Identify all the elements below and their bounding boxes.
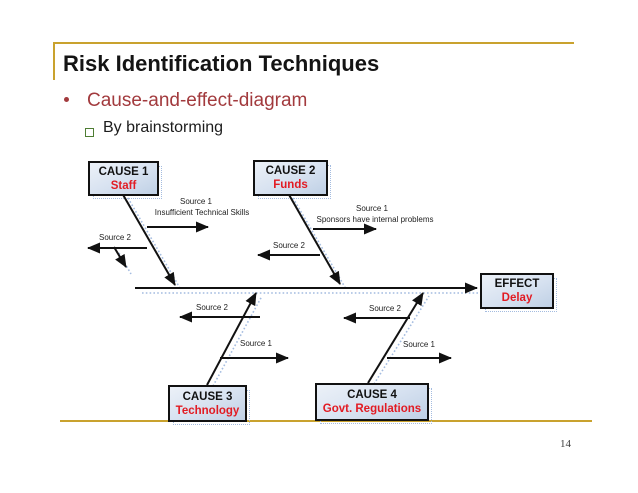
cause2-bone xyxy=(287,192,341,285)
bottom-accent-line xyxy=(60,420,592,422)
cause3-value: Technology xyxy=(175,404,240,417)
cause1-bone xyxy=(121,192,176,286)
sub-bullet-text: By brainstorming xyxy=(103,119,224,136)
left-accent-line xyxy=(53,42,55,80)
cause2-box: CAUSE 2 Funds xyxy=(253,160,328,196)
cause1-source1-desc: Insufficient Technical Skills xyxy=(154,208,250,217)
cause2-title: CAUSE 2 xyxy=(265,165,316,177)
slide-title: Risk Identification Techniques xyxy=(63,51,380,76)
cause3-bone xyxy=(206,292,257,386)
cause3-source1-label: Source 1 xyxy=(239,339,273,348)
cause1-title: CAUSE 1 xyxy=(98,165,149,178)
bullet-dot-icon xyxy=(64,97,69,102)
cause1-source2-label: Source 2 xyxy=(98,233,132,242)
cause3-box: CAUSE 3 Technology xyxy=(168,385,247,422)
top-accent-line xyxy=(53,42,574,44)
cause1-source1-label: Source 1 xyxy=(179,197,213,206)
cause4-source2-label: Source 2 xyxy=(368,304,402,313)
cause2-source2-label: Source 2 xyxy=(272,241,306,250)
cause4-bone xyxy=(367,292,424,384)
cause3-source2-label: Source 2 xyxy=(195,303,229,312)
cause3-title: CAUSE 3 xyxy=(182,390,233,403)
page-number: 14 xyxy=(560,438,571,450)
effect-value: Delay xyxy=(501,292,533,304)
cause1-box: CAUSE 1 Staff xyxy=(88,161,159,196)
cause4-source1-label: Source 1 xyxy=(402,340,436,349)
cause2-source1-label: Source 1 xyxy=(355,204,389,213)
cause4-box: CAUSE 4 Govt. Regulations xyxy=(315,383,429,421)
cause2-value: Funds xyxy=(273,179,308,191)
cause4-value: Govt. Regulations xyxy=(322,403,422,415)
cause1-value: Staff xyxy=(110,179,137,192)
cause2-source1-desc: Sponsors have internal problems xyxy=(316,215,434,224)
bullet-text: Cause-and-effect-diagram xyxy=(87,90,308,111)
effect-box: EFFECT Delay xyxy=(480,273,554,309)
effect-title: EFFECT xyxy=(494,278,540,290)
cause1-source2-branch-arrow xyxy=(113,246,127,268)
cause4-title: CAUSE 4 xyxy=(347,389,397,401)
square-bullet-icon xyxy=(85,128,94,137)
